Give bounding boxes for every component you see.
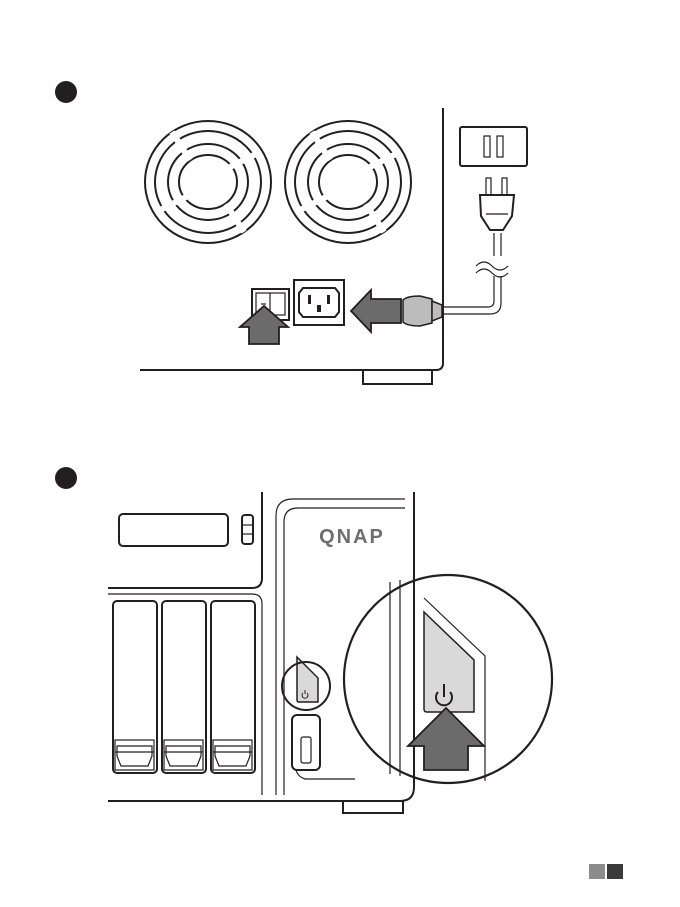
page-marker xyxy=(589,864,623,879)
usb-port xyxy=(301,737,311,763)
fan-grille-icon xyxy=(285,121,411,243)
power-plug-icon xyxy=(480,178,514,230)
fan-grille-icon xyxy=(145,121,271,243)
rear-foot xyxy=(363,370,432,384)
brand-logo: QNAP xyxy=(319,526,385,548)
pointer-arrow-icon xyxy=(408,708,484,770)
lcd-button xyxy=(242,515,253,544)
wall-outlet-icon xyxy=(460,127,527,166)
step-1-marker xyxy=(55,81,77,103)
power-button-zoom xyxy=(344,575,552,783)
ac-power-inlet xyxy=(294,280,344,325)
drive-bay xyxy=(211,601,255,773)
front-foot xyxy=(343,801,403,813)
pointer-arrow-icon xyxy=(351,290,401,332)
drive-bay xyxy=(162,601,206,773)
drive-bay xyxy=(113,601,157,773)
lcd-display xyxy=(119,514,228,546)
power-cord-connector xyxy=(403,233,508,326)
step-2-marker xyxy=(55,467,77,489)
front-panel: QNAP xyxy=(276,499,405,795)
